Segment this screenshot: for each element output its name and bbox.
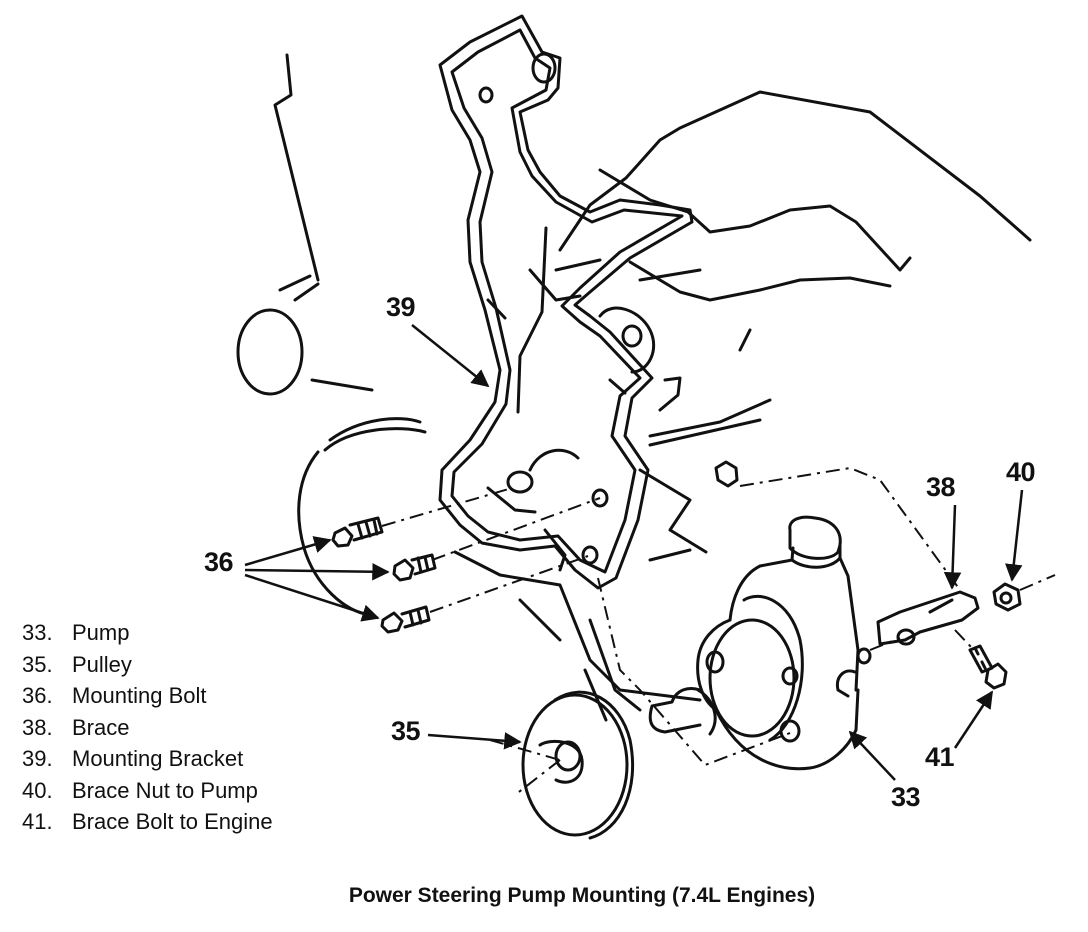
alignment-lines	[381, 466, 1056, 796]
mounting-bolts	[331, 516, 437, 634]
brace	[876, 590, 980, 646]
legend-item: 38. Brace	[22, 712, 273, 744]
legend-item: 36. Mounting Bolt	[22, 680, 273, 712]
legend-label: Mounting Bracket	[72, 746, 244, 771]
pump-pulley	[521, 668, 635, 840]
brace-nut	[992, 582, 1022, 612]
legend-number: 41.	[22, 809, 53, 834]
legend-number: 40.	[22, 777, 53, 803]
callout-40: 40	[1006, 457, 1036, 487]
leader-arrows	[244, 324, 1024, 781]
legend-number: 33.	[22, 620, 53, 645]
legend-number: 35.	[22, 651, 53, 677]
legend-item: 35. Pulley	[22, 649, 273, 681]
callout-33: 33	[891, 782, 921, 812]
parts-legend: 33. Pump 35. Pulley 36. Mounting Bolt 38. Br…	[22, 617, 273, 838]
legend-item: 41. Brace Bolt to Engine	[22, 806, 273, 838]
legend-label: Brace Bolt to Engine	[72, 809, 273, 834]
legend-label: Pulley	[72, 651, 132, 677]
callout-36: 36	[204, 547, 234, 577]
engine-block-outline	[273, 53, 1032, 712]
callout-41: 41	[925, 742, 955, 772]
power-steering-pump	[648, 515, 872, 771]
figure-caption: Power Steering Pump Mounting (7.4L Engin…	[0, 884, 1088, 908]
crank-pulley	[297, 417, 427, 617]
legend-item: 33. Pump	[22, 617, 273, 649]
legend-label: Brace Nut to Pump	[72, 777, 258, 803]
legend-number: 39.	[22, 746, 53, 771]
mounting-bracket	[438, 14, 694, 590]
legend-item: 40. Brace Nut to Pump	[22, 775, 273, 807]
legend-item: 39. Mounting Bracket	[22, 743, 273, 775]
callout-35: 35	[391, 716, 421, 746]
legend-number: 36.	[22, 683, 53, 708]
legend-label: Mounting Bolt	[72, 683, 207, 708]
figure-caption-text: Power Steering Pump Mounting (7.4L Engin…	[348, 884, 816, 907]
legend-label: Pump	[72, 620, 130, 645]
engine-plug	[236, 308, 304, 396]
legend-number: 38.	[22, 714, 53, 740]
legend-label: Brace	[72, 714, 130, 740]
engine-nut	[714, 460, 739, 488]
callout-38: 38	[926, 472, 956, 502]
callout-39: 39	[386, 292, 416, 322]
brace-bolt	[968, 644, 1008, 690]
